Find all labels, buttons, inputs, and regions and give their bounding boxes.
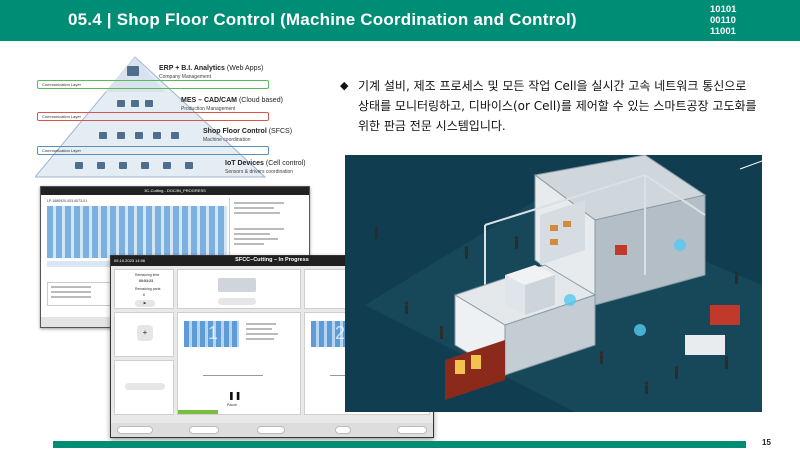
play-button[interactable]: ▶ — [135, 300, 155, 307]
bottom-menu-button[interactable] — [117, 426, 153, 434]
mes-icon-2 — [131, 100, 139, 107]
level-erp: ERP + B.I. Analytics (Web Apps) Company … — [159, 65, 264, 80]
level-iot: IoT Devices (Cell control) Sensors & dri… — [225, 160, 306, 175]
automation-pyramid: Communication Layer Communication Layer … — [35, 52, 345, 182]
add-panel: + — [114, 312, 174, 357]
back-screen-titlebar: 3C-Cutting - DOC/IN_PROGRESS — [41, 187, 309, 195]
mes-icon-3 — [145, 100, 153, 107]
bottom-files-button[interactable] — [257, 426, 285, 434]
sheet-panel-1: 1 ❚❚ Pause — [177, 312, 301, 415]
bottom-search-button[interactable] — [335, 426, 351, 434]
machine-image-1 — [218, 278, 256, 292]
sfc-icon-3 — [135, 132, 143, 139]
sheet-number-2: 2 — [335, 323, 346, 343]
add-button[interactable]: + — [137, 325, 153, 341]
back-job-id: LP-1680920-003-0073-01 — [47, 199, 88, 203]
sfc-icon-2 — [117, 132, 125, 139]
sheet-nesting-view — [47, 206, 227, 258]
slide-title: 05.4 | Shop Floor Control (Machine Coord… — [68, 10, 577, 29]
diamond-bullet-icon: ◆ — [340, 79, 349, 92]
machine-panel-1 — [177, 269, 301, 309]
iot-icon-2 — [97, 162, 105, 169]
remaining-info-panel: Remaining time 00:03:23 Remaining parts … — [114, 269, 174, 309]
sfc-icon-5 — [171, 132, 179, 139]
iot-icon-1 — [75, 162, 83, 169]
mes-icon-1 — [117, 100, 125, 107]
reset-button[interactable] — [125, 383, 165, 390]
cloud-app-icon — [127, 66, 139, 76]
iot-icon-6 — [185, 162, 193, 169]
screen-date: 05.10.2023 14:06 — [114, 258, 146, 263]
sfc-icon-4 — [153, 132, 161, 139]
sheet-number-1: 1 — [208, 323, 219, 343]
screen-title: SFCC–Cutting – In Progress — [235, 257, 309, 263]
level-mes: MES – CAD/CAM (Cloud based) Production M… — [181, 97, 283, 112]
smart-factory-illustration — [345, 155, 762, 412]
bottom-settings-button[interactable] — [397, 426, 427, 434]
machine-1-button[interactable] — [218, 298, 256, 305]
sheet-image-1 — [184, 321, 239, 347]
sfc-icon-1 — [99, 132, 107, 139]
back-list-box — [47, 282, 111, 306]
description-text: 기계 설비, 제조 프로세스 및 모든 작업 Cell을 실시간 고속 네트워크… — [358, 79, 757, 133]
iot-icon-3 — [119, 162, 127, 169]
factory-drawing — [345, 155, 762, 412]
iot-icon-5 — [163, 162, 171, 169]
comm-layer-mes: Communication Layer — [37, 112, 269, 121]
progress-strip-1 — [178, 410, 218, 414]
level-sfcs: Shop Floor Control (SFCS) Machine coordi… — [203, 128, 293, 143]
iot-icon-4 — [141, 162, 149, 169]
front-bottom-bar — [111, 423, 433, 437]
reset-panel — [114, 360, 174, 415]
bottom-tools-button[interactable] — [189, 426, 219, 434]
comm-layer-erp: Communication Layer — [37, 80, 269, 89]
comm-layer-sfc: Communication Layer — [37, 146, 269, 155]
page-number: 15 — [762, 438, 771, 447]
binary-decoration: 10101 00110 11001 — [710, 4, 737, 37]
pause-button-1[interactable]: ❚❚ — [228, 391, 242, 400]
back-detail-panel — [229, 198, 302, 268]
header-bar: 05.4 | Shop Floor Control (Machine Coord… — [0, 0, 800, 41]
footer-bar — [53, 441, 746, 448]
